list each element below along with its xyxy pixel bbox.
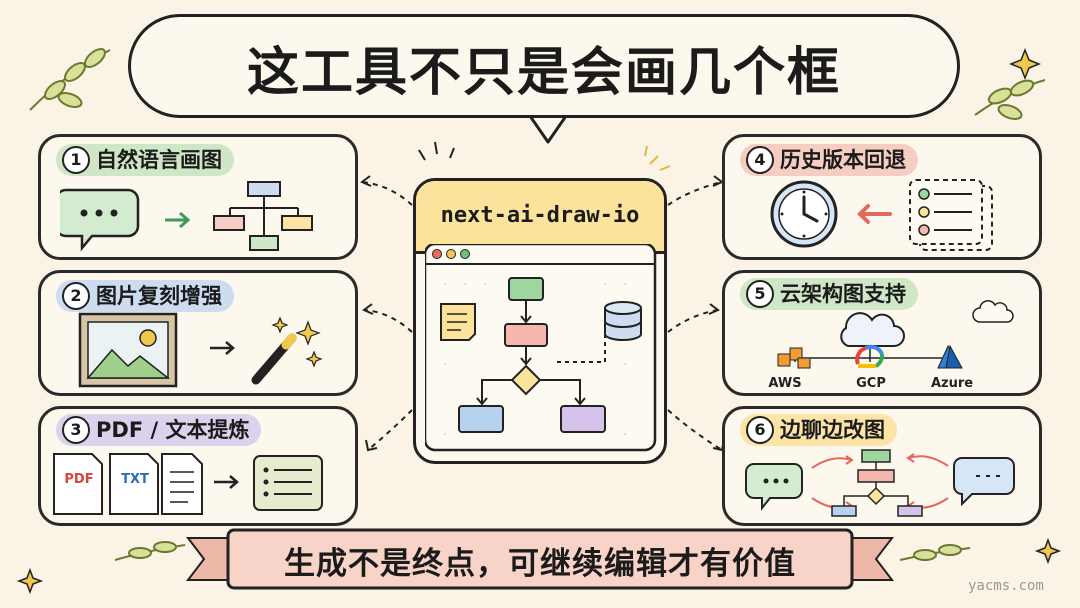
provider-label-azure: Azure [930,376,974,391]
cloud-icon [972,300,1014,323]
feature-label: 自然语言画图 [96,148,222,172]
arrow-right-icon [210,341,235,355]
app-canvas [425,244,657,452]
version-history-illustration [770,179,993,251]
feature-label: PDF / 文本提炼 [96,418,250,442]
feature-number: 2 [62,282,90,310]
flowchart-icon [831,449,923,517]
image-icon [78,312,178,388]
arrow-right-icon [214,475,239,489]
gcp-icon [855,344,885,368]
watermark: yacms.com [968,578,1044,594]
feature-label: 图片复刻增强 [96,284,222,308]
feature-number: 5 [746,280,774,308]
txt-file-icon [109,453,159,515]
chat-bubble-icon [745,463,803,511]
flowchart-icon [213,181,313,251]
pdf-file-icon [53,453,103,515]
chat-bubble-icon [953,457,1015,507]
feature-label: 历史版本回退 [780,148,906,172]
feature-label: 云架构图支持 [780,282,906,306]
page-title: 这工具不只是会画几个框 [246,43,841,103]
image-enhance-illustration [78,312,323,388]
aws-icon [777,347,811,369]
magic-wand-icon [251,316,323,385]
azure-icon [937,344,963,369]
version-list-icon [909,179,993,251]
feature-number: 3 [62,416,90,444]
leaf-icon [899,544,971,561]
cloud-architecture-illustration [777,300,1014,369]
feature-number: 4 [746,146,774,174]
leaf-icon [974,79,1046,120]
leaf-icon [114,541,186,561]
chat-bubble-icon [60,188,140,252]
bottom-banner-text: 生成不是终点，可继续编辑才有价值 [284,546,796,582]
summary-list-icon [253,455,323,511]
emphasis-marks [418,141,671,171]
provider-label-aws: AWS [768,376,802,391]
bottom-ribbon [185,528,895,590]
txt-file-label: TXT [121,472,149,487]
provider-label-gcp: GCP [856,376,886,391]
feature-label: 边聊边改图 [780,418,885,442]
database-icon [604,301,642,341]
chat-edit-illustration [745,449,1015,517]
leaf-icon [29,48,111,111]
nl-to-diagram-illustration [60,181,313,252]
arrow-left-icon [857,204,892,224]
app-name: next-ai-draw-io [416,181,664,254]
feature-number: 6 [746,416,774,444]
title-bubble [128,14,960,118]
feature-number: 1 [62,146,90,174]
cloud-icon [840,312,905,347]
sticky-note-icon [440,303,476,341]
pdf-extract-illustration [53,453,323,515]
doc-file-icon [161,453,203,515]
window-controls-icon [432,249,470,259]
clock-icon [770,180,838,248]
arrow-right-icon [165,211,191,229]
flowchart-icon [458,277,606,433]
pdf-file-label: PDF [64,472,94,487]
